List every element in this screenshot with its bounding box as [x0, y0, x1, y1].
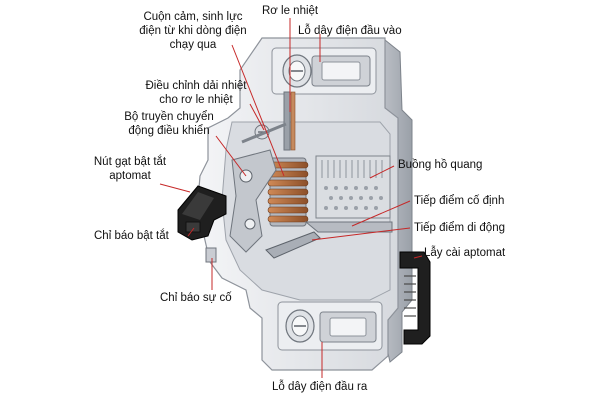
- din-rail-latch: [399, 251, 431, 345]
- moving-contact: [265, 231, 321, 259]
- label-arc-chamber: Buồng hồ quang: [398, 159, 483, 171]
- thermal-relay-strip: [283, 91, 296, 151]
- leader-fixed-contact: [351, 200, 411, 227]
- leader-lines: [159, 18, 423, 378]
- solenoid-coil: [267, 157, 309, 227]
- leader-coil: [231, 44, 285, 177]
- arc-chamber: [315, 155, 391, 219]
- label-input-terminal: Lỗ dây điện đầu vào: [298, 25, 402, 37]
- label-toggle: Nút gạt bật tắt aptomat: [93, 156, 167, 182]
- label-thermal-adjust: Điều chỉnh dải nhiệt cho rơ le nhiệt: [145, 80, 247, 106]
- leader-mount-latch: [413, 255, 423, 259]
- label-on-off-indicator: Chỉ báo bật tắt: [94, 230, 169, 242]
- output-terminal: [277, 301, 383, 351]
- leader-arc-chamber: [369, 165, 395, 179]
- label-trip-mechanism: Bộ truyền chuyển động điều khiển: [124, 111, 214, 137]
- fixed-contact: [304, 221, 393, 233]
- arc-chamber-vents: [324, 186, 383, 210]
- input-terminal: [271, 47, 377, 95]
- trip-mechanism: [229, 122, 287, 253]
- output-terminal-screw: [285, 309, 315, 343]
- label-output-terminal: Lỗ dây điện đầu ra: [272, 381, 368, 393]
- leader-toggle: [159, 183, 191, 193]
- leader-moving-contact: [311, 227, 411, 241]
- label-thermal-relay: Rơ le nhiệt: [262, 5, 319, 17]
- label-fixed-contact: Tiếp điểm cố định: [414, 195, 505, 207]
- label-coil: Cuộn cảm, sinh lực điện từ khi dòng điện…: [139, 11, 247, 51]
- leader-thermal-adjust: [249, 103, 265, 131]
- label-moving-contact: Tiếp điểm di động: [414, 222, 505, 234]
- fault-indicator-window: [205, 247, 217, 263]
- leader-on-off-indicator: [187, 227, 195, 237]
- leader-trip-mechanism: [215, 135, 247, 177]
- input-terminal-screw: [282, 54, 312, 88]
- label-mount-latch: Lẫy cài aptomat: [424, 247, 506, 259]
- on-off-indicator-window: [185, 221, 201, 233]
- label-fault-indicator: Chỉ báo sự cố: [160, 292, 232, 304]
